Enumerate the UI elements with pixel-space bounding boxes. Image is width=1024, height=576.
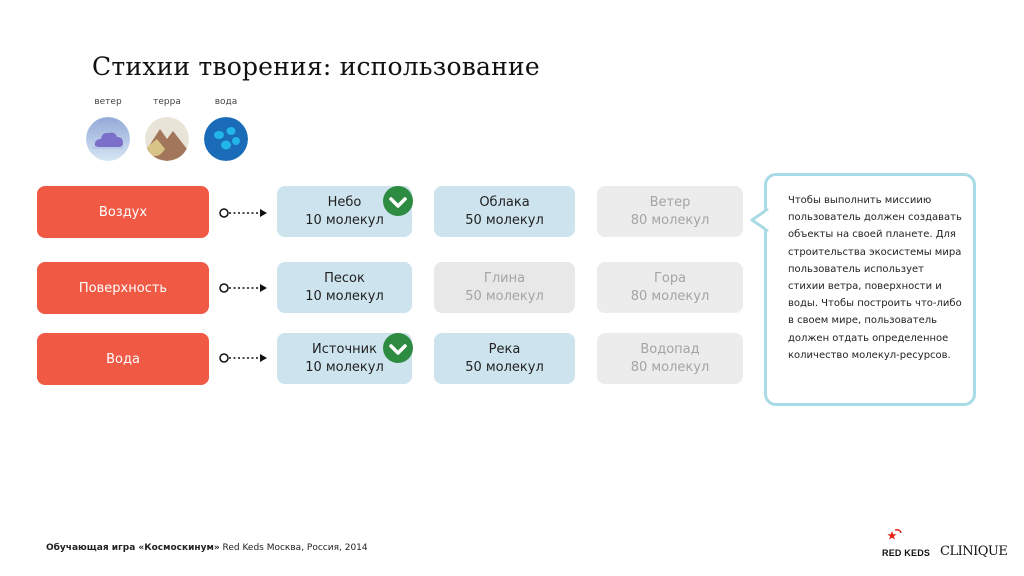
star-logo-icon [887, 529, 902, 540]
redkeds-logo-text: RED KEDS [882, 548, 931, 558]
description-callout [764, 173, 976, 406]
card-mountain[interactable]: Гора 80 молекул [597, 262, 743, 313]
element-label-terra: терра [153, 97, 181, 107]
card-waterfall[interactable]: Водопад 80 молекул [597, 333, 743, 384]
redkeds-logo: RED KEDS [882, 528, 934, 562]
cloud-icon [86, 117, 130, 161]
element-label-water: вода [214, 97, 238, 107]
card-wind[interactable]: Ветер 80 молекул [597, 186, 743, 237]
card-name: Песок [324, 270, 365, 286]
card-cost: 50 молекул [465, 212, 544, 228]
check-icon [383, 333, 413, 363]
card-clay[interactable]: Глина 50 молекул [434, 262, 575, 313]
mountain-icon [145, 117, 189, 161]
card-cost: 10 молекул [305, 359, 384, 375]
card-name: Небо [327, 194, 362, 210]
card-river[interactable]: Река 50 молекул [434, 333, 575, 384]
element-label-wind: ветер [94, 97, 122, 107]
card-name: Водопад [640, 341, 700, 357]
category-water: Вода [37, 333, 209, 385]
check-icon [383, 186, 413, 216]
card-cost: 10 молекул [305, 212, 384, 228]
footer-rest: Red Keds Москва, Россия, 2014 [219, 543, 368, 553]
footer-credit: Обучающая игра «Космоскинум» Red Keds Мо… [46, 543, 368, 553]
footer-bold: Обучающая игра «Космоскинум» [46, 543, 220, 553]
description-text: Чтобы выполнить миссиию пользователь дол… [788, 195, 962, 361]
connector-arrow [218, 280, 268, 294]
water-drops-icon [204, 117, 248, 161]
callout-pointer [750, 207, 769, 233]
card-name: Гора [653, 270, 687, 286]
connector-arrow [218, 350, 268, 364]
card-sand[interactable]: Песок 10 молекул [277, 262, 412, 313]
card-name: Глина [483, 270, 526, 286]
connector-arrow [218, 205, 268, 219]
page-title: Стихии творения: использование [92, 52, 540, 81]
card-cost: 50 молекул [465, 288, 544, 304]
card-cost: 80 молекул [630, 288, 710, 304]
card-cost: 80 молекул [630, 212, 710, 228]
card-cost: 10 молекул [305, 288, 384, 304]
card-cost: 50 молекул [465, 359, 544, 375]
clinique-logo: CLINIQUE [940, 544, 1008, 559]
card-cost: 80 молекул [630, 359, 710, 375]
card-name: Источник [312, 341, 377, 357]
category-air: Воздух [37, 186, 209, 238]
card-name: Река [488, 341, 521, 357]
category-surface: Поверхность [37, 262, 209, 314]
card-clouds[interactable]: Облака 50 молекул [434, 186, 575, 237]
card-name: Облака [479, 194, 530, 210]
card-name: Ветер [649, 194, 691, 210]
